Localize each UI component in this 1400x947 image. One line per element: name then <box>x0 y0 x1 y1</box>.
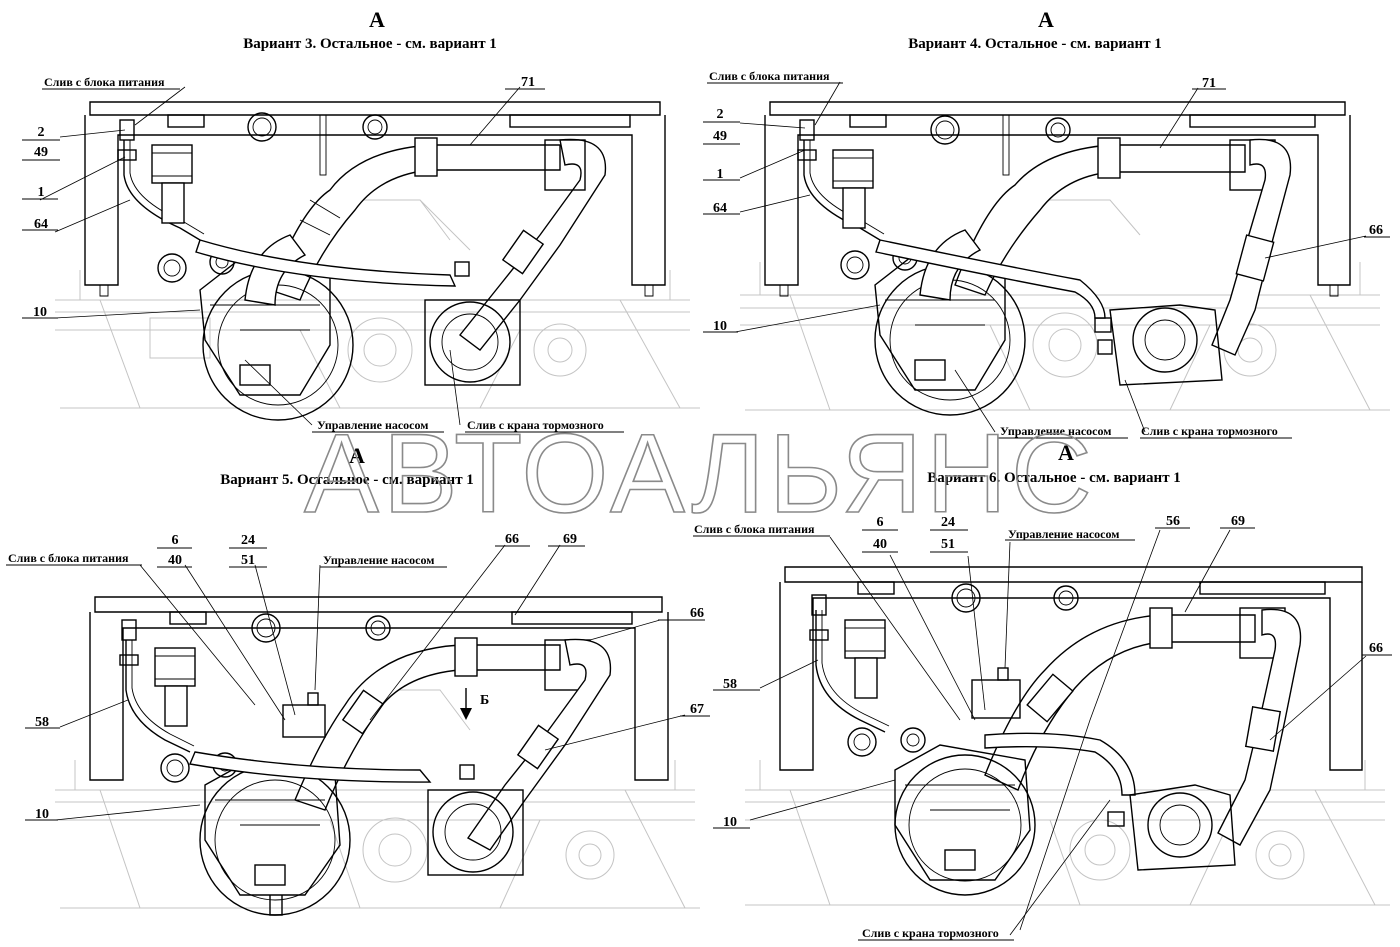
label-drain-power: Слив с блока питания <box>709 69 830 83</box>
filter-canister <box>844 619 886 699</box>
callout-58: 58 <box>35 715 49 730</box>
callout-leaders <box>6 544 710 821</box>
panel-variant-4: А Вариант 4. Остальное - см. вариант 1 С… <box>703 7 1390 439</box>
callout-6: 6 <box>877 515 884 530</box>
label-pump-control: Управление насосом <box>323 553 434 567</box>
control-valve <box>189 692 432 783</box>
callout-leaders <box>703 81 1390 439</box>
callout-69: 69 <box>563 532 577 547</box>
callout-10: 10 <box>723 815 737 830</box>
frame-bracket <box>84 101 666 297</box>
hose-58 <box>809 594 890 733</box>
callout-24: 24 <box>941 515 955 530</box>
callout-10: 10 <box>35 807 49 822</box>
callout-1: 1 <box>717 167 724 182</box>
callout-66-right: 66 <box>690 606 704 621</box>
callout-66: 66 <box>1369 223 1383 238</box>
callout-10: 10 <box>33 305 47 320</box>
brake-valve-unit <box>427 764 524 876</box>
callout-leaders <box>22 86 624 433</box>
panel-variant-6: А Вариант 6. Остальное - см. вариант 1 С… <box>693 440 1392 941</box>
callout-64: 64 <box>713 201 727 216</box>
callout-58: 58 <box>723 677 737 692</box>
callout-69: 69 <box>1231 514 1245 529</box>
label-drain-brake: Слив с крана тормозного <box>862 926 999 940</box>
pipe-56-69 <box>984 607 1302 846</box>
panel-title: Вариант 5. Остальное - см. вариант 1 <box>220 472 474 488</box>
frame-bracket <box>779 566 1363 771</box>
view-letter: А <box>369 7 385 32</box>
watermark-text: АВТОАЛЬЯНС <box>304 411 1096 536</box>
background-machinery <box>745 760 1390 906</box>
callout-40: 40 <box>873 537 887 552</box>
pipe-71 <box>269 137 607 351</box>
background-machinery <box>740 199 1390 411</box>
panel-title: Вариант 3. Остальное - см. вариант 1 <box>243 36 497 52</box>
panel-title: Вариант 4. Остальное - см. вариант 1 <box>908 36 1162 52</box>
callout-51: 51 <box>241 553 255 568</box>
brake-valve-unit <box>1107 784 1236 871</box>
callout-66: 66 <box>1369 641 1383 656</box>
label-drain-power: Слив с блока питания <box>44 75 165 89</box>
callout-71: 71 <box>1202 76 1216 91</box>
callout-66-top: 66 <box>505 532 519 547</box>
panel-variant-5: А Вариант 5. Остальное - см. вариант 1 С… <box>6 443 710 916</box>
filter-canister <box>151 144 193 224</box>
pipe-69 <box>294 637 612 851</box>
callout-51: 51 <box>941 537 955 552</box>
view-arrow-b <box>460 688 472 720</box>
callout-leaders <box>693 527 1392 941</box>
view-letter: А <box>349 443 365 468</box>
callout-40: 40 <box>168 553 182 568</box>
callout-49: 49 <box>34 145 48 160</box>
callout-49: 49 <box>713 129 727 144</box>
callout-64: 64 <box>34 217 48 232</box>
label-drain-brake: Слив с крана тормозного <box>1141 424 1278 438</box>
label-drain-brake: Слив с крана тормозного <box>467 418 604 432</box>
label-pump-control: Управление насосом <box>317 418 428 432</box>
brake-valve-unit <box>195 239 521 386</box>
view-b-letter: Б <box>480 693 489 708</box>
filter-canister <box>832 149 874 229</box>
view-letter: А <box>1038 7 1054 32</box>
label-pump-control: Управление насосом <box>1008 527 1119 541</box>
filter-canister <box>154 647 196 727</box>
callout-24: 24 <box>241 533 255 548</box>
callout-56: 56 <box>1166 514 1180 529</box>
callout-2: 2 <box>717 107 724 122</box>
callout-10: 10 <box>713 319 727 334</box>
label-pump-control: Управление насосом <box>1000 424 1111 438</box>
label-drain-power: Слив с блока питания <box>694 522 815 536</box>
view-letter: А <box>1058 440 1074 465</box>
background-machinery <box>55 199 700 409</box>
control-valve <box>971 667 1136 796</box>
panel-variant-3: А Вариант 3. Остальное - см. вариант 1 С… <box>22 7 700 433</box>
brake-valve-unit <box>875 239 1223 386</box>
label-drain-power: Слив с блока питания <box>8 551 129 565</box>
panel-title: Вариант 6. Остальное - см. вариант 1 <box>927 470 1181 486</box>
pipe-71 <box>954 137 1292 356</box>
callout-6: 6 <box>172 533 179 548</box>
callout-1: 1 <box>38 185 45 200</box>
callout-71: 71 <box>521 75 535 90</box>
pump-unit <box>847 727 1036 896</box>
frame-bracket <box>764 101 1351 297</box>
callout-67: 67 <box>690 702 704 717</box>
callout-2: 2 <box>38 125 45 140</box>
